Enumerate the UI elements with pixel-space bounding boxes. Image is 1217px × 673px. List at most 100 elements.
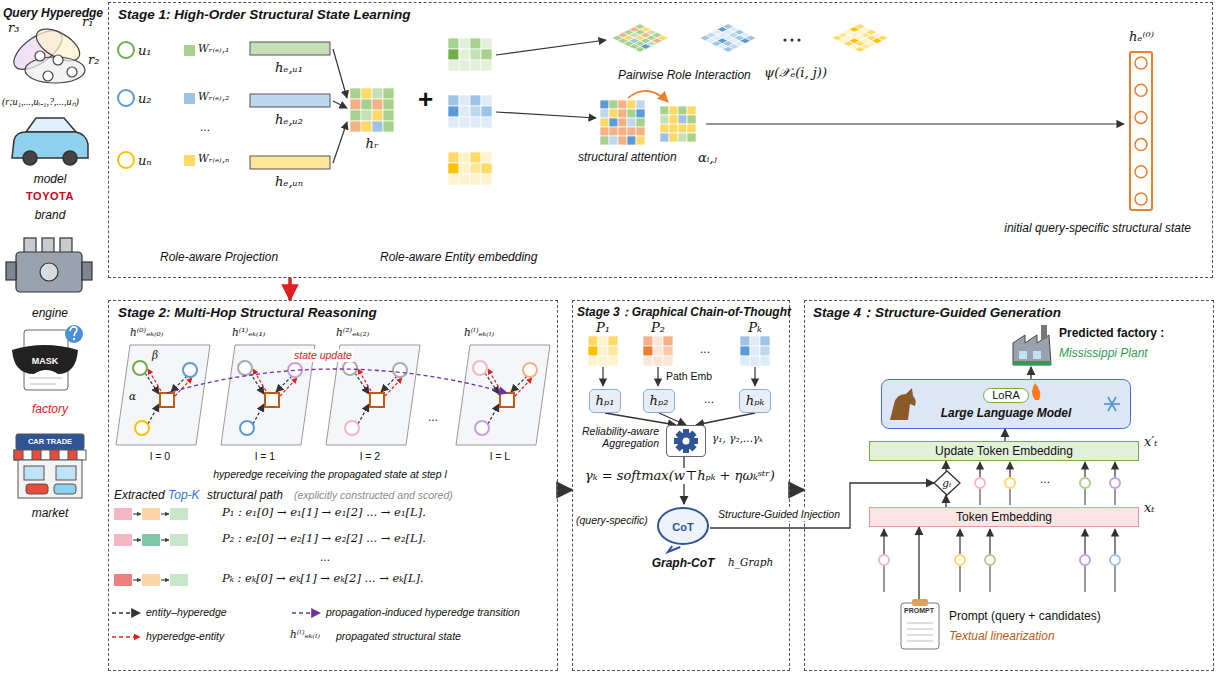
path-matrices <box>588 336 598 346</box>
path-blocks <box>161 513 169 514</box>
icon-shape <box>907 623 933 624</box>
embedding-matrix <box>448 117 459 128</box>
propagation-layers <box>511 376 527 392</box>
icon-shape <box>1032 383 1040 400</box>
pairwise-interaction <box>687 133 696 142</box>
market-icon <box>14 450 23 460</box>
role-aware-vectors <box>250 42 330 55</box>
mask-icon <box>73 338 75 340</box>
icon-shape <box>890 388 916 420</box>
pairwise-interaction <box>678 133 687 142</box>
embedding-matrix <box>481 174 492 185</box>
embedding-matrix <box>481 152 492 163</box>
math-symbol: γ₁, γ₂,...γₖ <box>712 432 763 445</box>
pairwise-interaction <box>612 24 669 52</box>
math-symbol: Wᵣ₍ₑ₎,ₙ <box>198 152 229 165</box>
market-icon <box>54 484 76 494</box>
math-symbol: Wᵣ₍ₑ₎,₁ <box>198 42 229 55</box>
propagation-layers <box>135 421 149 435</box>
pairwise-interaction <box>678 115 687 124</box>
path-matrices <box>653 336 663 346</box>
embedding-matrix <box>372 99 383 110</box>
icon-shape <box>677 432 695 450</box>
node-text: Stage 2: Multi-Hop Structural Reasoning <box>118 305 377 321</box>
path-blocks <box>170 574 188 586</box>
path-formula: P₂ : e₂[0] → e₂[1] → e₂[2] ... → e₂[L]. <box>222 532 426 546</box>
legend-text: entity–hyperedge <box>146 606 227 619</box>
market-icon <box>32 450 41 460</box>
embedding-matrix <box>481 117 492 128</box>
propagation-layers <box>167 369 507 393</box>
icon-shape <box>668 546 680 552</box>
embedding-matrix <box>481 163 492 174</box>
engine-icon <box>6 262 16 280</box>
prompt-icon <box>899 599 941 651</box>
token-vectors <box>1010 489 1011 505</box>
embedding-matrix <box>361 99 372 110</box>
math-symbol: ψ(𝒳ₑ(i, j)) <box>764 65 827 81</box>
entity-circles <box>118 152 134 168</box>
car-icon <box>63 151 77 165</box>
node-text: Token Embedding <box>956 510 1052 524</box>
projection-arrows <box>333 49 347 98</box>
pairwise-interaction <box>618 127 627 136</box>
pairwise-interaction <box>618 136 627 145</box>
icon-shape <box>901 603 939 649</box>
icon-shape <box>1135 111 1147 123</box>
propagation-layers <box>148 369 161 391</box>
hyperedge-icon <box>53 55 63 65</box>
pairwise-interaction <box>634 46 645 52</box>
path-embedding: hₚ₂ <box>643 389 675 413</box>
math-symbol: P₂ <box>651 320 665 336</box>
token-vectors <box>1110 555 1120 565</box>
node-text: hₑ⁽⁰⁾ <box>1129 29 1154 45</box>
text-label: TOYOTA <box>26 190 74 203</box>
connector-label: Structure-Guided Injection <box>716 508 842 521</box>
node-text: Predicted factory : <box>1059 326 1164 340</box>
pairwise-interaction <box>636 127 645 136</box>
pairwise-interaction <box>600 24 888 145</box>
math-symbol: α <box>129 390 136 403</box>
path-matrices <box>588 356 598 366</box>
engine-icon <box>40 263 58 281</box>
pairwise-interaction <box>609 127 618 136</box>
path-matrices <box>740 336 750 346</box>
path-matrices <box>602 367 603 386</box>
embedding-matrix <box>350 38 492 185</box>
projection-arrows <box>496 40 606 55</box>
propagation-layers <box>488 404 499 424</box>
math-symbol: P₁ <box>596 320 610 336</box>
text-label: (query-specific) <box>576 514 648 527</box>
pairwise-interaction <box>660 124 669 133</box>
icon-shape <box>683 438 690 445</box>
embedding-matrix <box>481 60 492 71</box>
pairwise-interaction <box>669 115 678 124</box>
pairwise-interaction <box>660 106 669 115</box>
pairwise-interaction <box>618 100 627 109</box>
node-text: Stage 3：Graphical Chain-of-Thought <box>577 305 791 319</box>
engine-icon <box>82 262 92 280</box>
propagation-layers <box>253 369 266 391</box>
icon-shape <box>912 599 928 606</box>
embedding-matrix <box>459 49 470 60</box>
text-label: l = 1 <box>255 450 275 463</box>
propagation-layers <box>343 361 357 375</box>
path-matrices <box>588 346 598 356</box>
embedding-matrix <box>470 163 481 174</box>
embedding-matrix <box>383 88 394 99</box>
embedding-matrix <box>350 110 361 121</box>
math-symbol: h_Graph <box>728 556 773 569</box>
projection-arrows <box>496 112 596 118</box>
pairwise-interaction <box>832 24 889 52</box>
propagation-layers <box>523 363 537 377</box>
path-blocks <box>133 513 141 514</box>
gear-icon <box>667 426 705 456</box>
token-vectors <box>990 566 991 592</box>
text-label: l = 2 <box>360 450 380 463</box>
embedding-matrix <box>361 121 372 132</box>
role-aware-vectors <box>250 156 330 169</box>
mask-icon <box>12 345 78 374</box>
pairwise-interaction <box>678 106 687 115</box>
